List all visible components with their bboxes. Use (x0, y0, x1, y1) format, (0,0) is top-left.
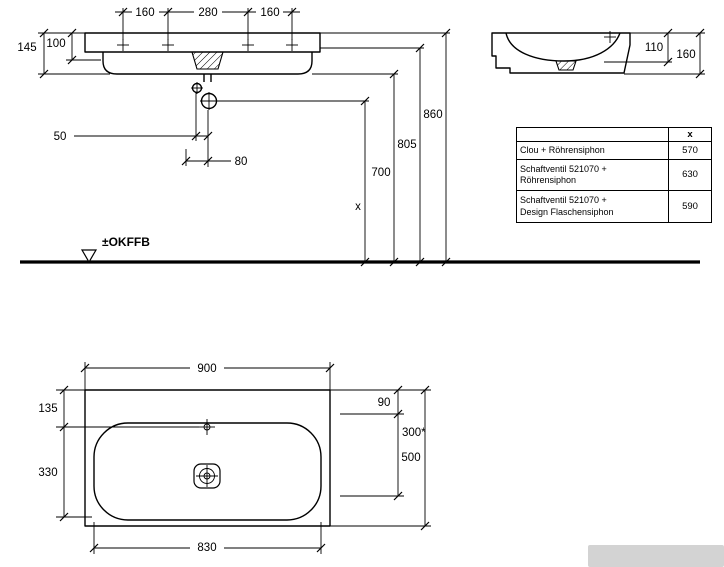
dim-tap-right: 160 (260, 7, 279, 19)
dim-80: 80 (235, 156, 248, 168)
top-view: 900 830 135 330 90 300* 500 (38, 362, 431, 554)
table-cell-text: Clou + Röhrensiphon (520, 144, 605, 155)
dim-700: 700 (371, 167, 390, 179)
level-marker-icon (80, 249, 98, 264)
dim-135: 135 (38, 403, 57, 415)
drain-top (193, 463, 221, 489)
tap-hole-top (199, 419, 215, 435)
table-row-label: Schaftventil 521070 + Design Flaschensip… (516, 190, 669, 223)
siphon-crosshairs (191, 82, 218, 110)
dim-tap-left: 160 (135, 7, 154, 19)
table-header-label (516, 127, 669, 142)
floor-level-label: ±OKFFB (102, 235, 150, 249)
table-row: Clou + Röhrensiphon 570 (516, 141, 712, 160)
table-row-label: Clou + Röhrensiphon (516, 141, 669, 160)
dim-830: 830 (197, 542, 216, 554)
table-cell-text: Schaftventil 521070 + (520, 195, 607, 206)
tap-hole-side (604, 31, 616, 43)
tap-holes-front (117, 39, 298, 51)
dim-300: 300* (402, 427, 426, 439)
table-row-value: 570 (668, 141, 712, 160)
dimension-ticks (663, 28, 705, 79)
side-view: 110 160 (491, 28, 705, 79)
front-dimensions: 160 280 160 100 145 50 80 700 805 860 x (17, 6, 451, 267)
dim-100: 100 (46, 38, 65, 50)
table-header-x: x (668, 127, 712, 142)
basin-outline-top (84, 389, 331, 527)
table-cell-text: Röhrensiphon (520, 175, 577, 185)
dim-330: 330 (38, 467, 57, 479)
dim-145: 145 (17, 42, 36, 54)
siphon-table-grid: x Clou + Röhrensiphon 570 Schaftventil 5… (516, 127, 712, 223)
table-row: Schaftventil 521070 + Design Flaschensip… (516, 190, 712, 223)
drain-cap-front (191, 51, 224, 70)
table-row-label: Schaftventil 521070 + Röhrensiphon (516, 159, 669, 191)
table-row: Schaftventil 521070 + Röhrensiphon 630 (516, 159, 712, 191)
dim-tap-center: 280 (198, 7, 217, 19)
dim-90: 90 (378, 397, 391, 409)
dim-110: 110 (645, 42, 663, 54)
basin-bowl-top (93, 422, 322, 521)
dim-860: 860 (423, 109, 442, 121)
drain-cap-side (555, 60, 577, 71)
dimension-ticks (59, 363, 430, 553)
dimension-ticks (39, 7, 451, 267)
basin-rim-front (84, 32, 321, 53)
dim-x: x (355, 201, 361, 213)
basin-outline-side (491, 32, 631, 74)
watermark (588, 545, 724, 567)
front-view (84, 32, 321, 110)
dim-160-side: 160 (676, 49, 695, 61)
table-row-value: 630 (668, 159, 712, 191)
floor: ±OKFFB (20, 235, 700, 264)
basin-apron-front (102, 52, 313, 75)
dim-900: 900 (197, 363, 216, 375)
table-row-value: 590 (668, 190, 712, 223)
dim-500: 500 (401, 452, 420, 464)
table-cell-text: Design Flaschensiphon (520, 206, 614, 217)
siphon-table: x Clou + Röhrensiphon 570 Schaftventil 5… (516, 127, 712, 223)
dim-805: 805 (397, 139, 416, 151)
table-cell-text: Schaftventil 521070 + (520, 163, 607, 174)
dim-50: 50 (54, 131, 67, 143)
bowl-curve-side (505, 32, 621, 62)
table-header-row: x (516, 127, 712, 142)
